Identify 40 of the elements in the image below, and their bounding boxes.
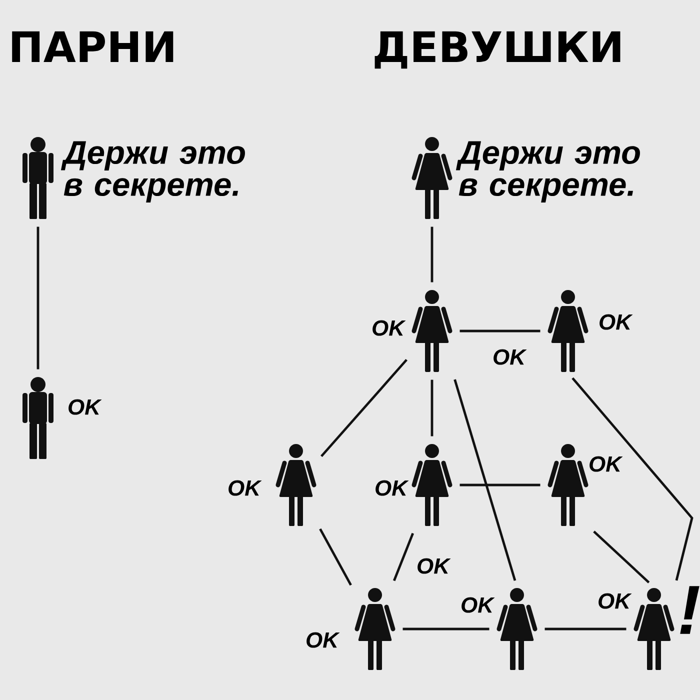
woman-icon bbox=[412, 137, 452, 219]
reply-label: OK bbox=[462, 597, 495, 613]
connector-line bbox=[572, 377, 694, 581]
connector-line bbox=[460, 484, 540, 486]
reply-label: OK bbox=[600, 314, 633, 330]
woman-icon bbox=[276, 444, 316, 526]
woman-icon bbox=[354, 588, 396, 670]
reply-label: OK bbox=[372, 320, 406, 336]
connector-line bbox=[430, 226, 434, 282]
woman-icon bbox=[412, 444, 452, 526]
reply-label: OK bbox=[598, 593, 632, 609]
woman-icon bbox=[412, 290, 452, 372]
reply-label: OK bbox=[376, 480, 409, 496]
connector-line bbox=[544, 628, 626, 630]
speech-text: Держи это в секрете. bbox=[456, 141, 640, 203]
connector-line bbox=[319, 528, 352, 586]
connector-line bbox=[402, 628, 490, 630]
connector-line bbox=[593, 530, 650, 584]
reply-label: OK bbox=[306, 632, 340, 648]
reply-label: OK bbox=[68, 399, 102, 415]
connector-line bbox=[460, 330, 540, 332]
man-icon bbox=[22, 377, 54, 459]
edge-label: OK bbox=[491, 348, 527, 366]
woman-icon bbox=[548, 290, 588, 372]
connector-line bbox=[320, 358, 408, 458]
man-icon bbox=[22, 137, 54, 219]
exclamation-mark: ! bbox=[680, 586, 700, 634]
woman-icon bbox=[496, 588, 538, 670]
connector-line bbox=[430, 380, 434, 436]
connector-line bbox=[454, 379, 516, 581]
speech-text: Держи это в секрете. bbox=[60, 141, 245, 203]
column-heading: ДЕВУШКИ bbox=[374, 31, 620, 69]
column-heading: ПАРНИ bbox=[12, 31, 174, 62]
reply-label: OK bbox=[228, 480, 262, 496]
reply-label: OK bbox=[590, 456, 623, 472]
connector-line bbox=[36, 226, 40, 370]
edge-label: OK bbox=[415, 556, 451, 576]
woman-icon bbox=[634, 588, 674, 670]
woman-icon bbox=[548, 444, 588, 526]
connector-line bbox=[392, 532, 414, 582]
